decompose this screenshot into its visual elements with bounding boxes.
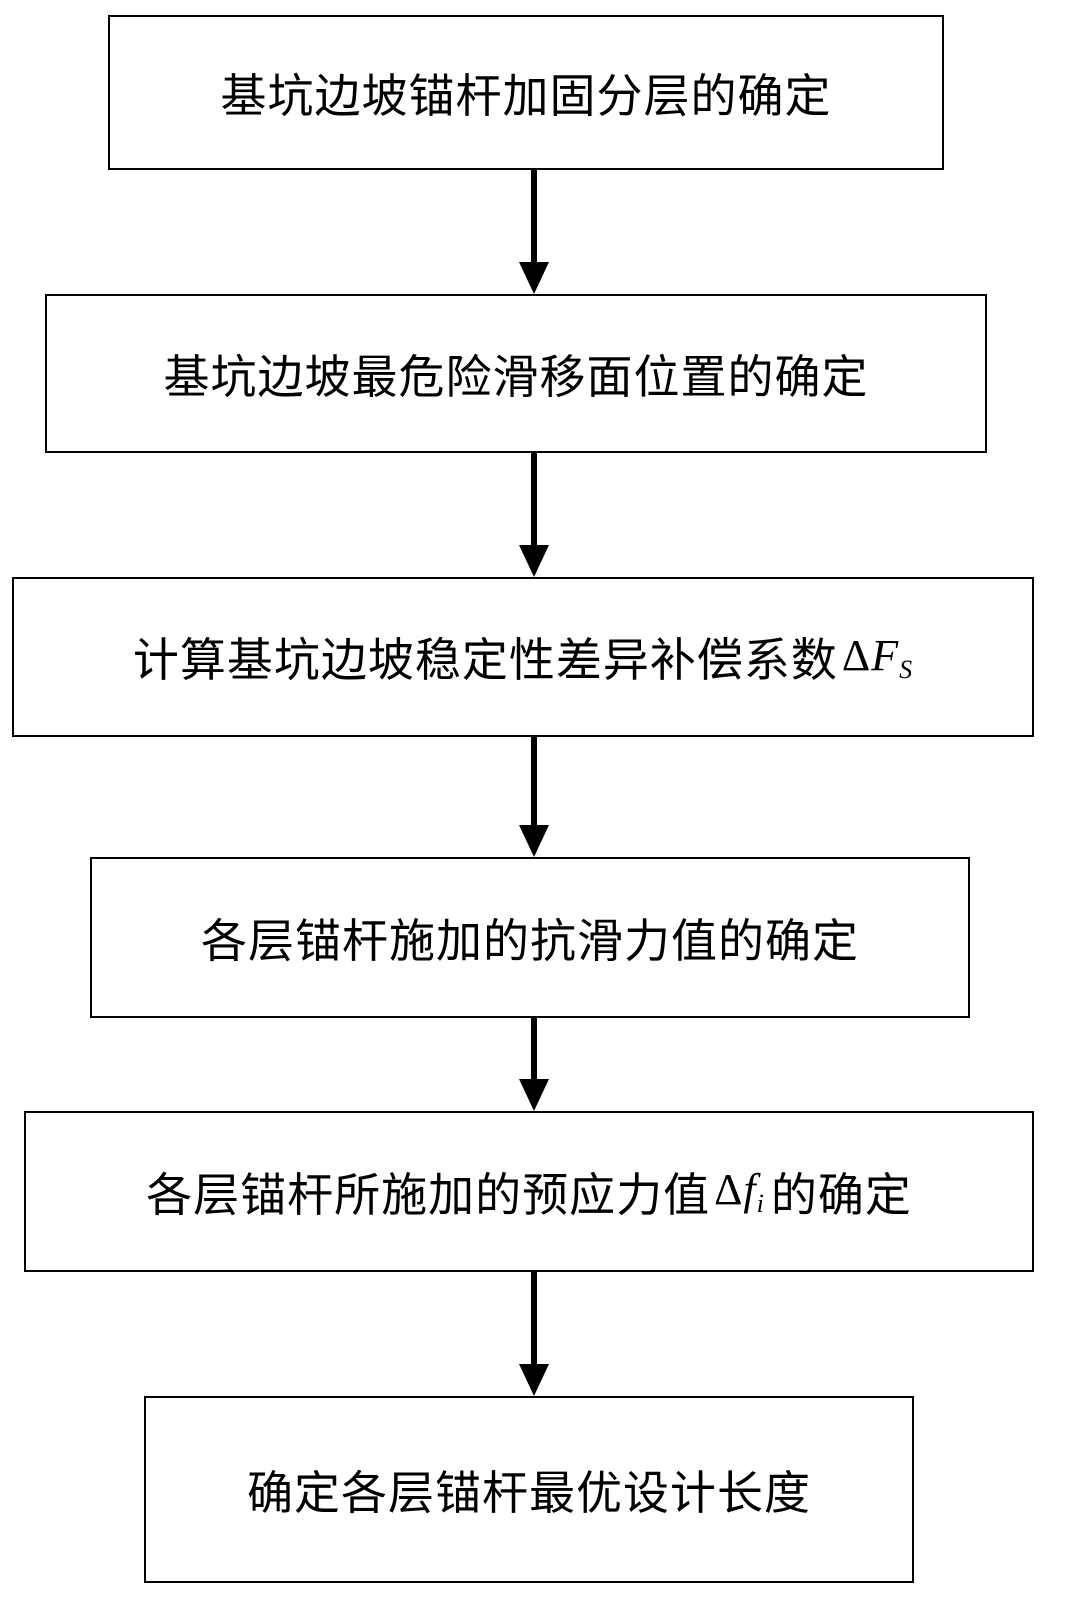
step-6-label: 确定各层锚杆最优设计长度 [247, 1457, 811, 1523]
step-3-box: 计算基坑边坡稳定性差异补偿系数 ΔFS [12, 577, 1034, 737]
step-4-box: 各层锚杆施加的抗滑力值的确定 [90, 857, 970, 1018]
delta-symbol: Δ [842, 631, 871, 680]
subscript-symbol: i [757, 1189, 765, 1218]
arrow-1-to-2 [519, 170, 549, 294]
step-3-label: 计算基坑边坡稳定性差异补偿系数 [133, 624, 838, 690]
delta-symbol: Δ [714, 1165, 743, 1214]
variable-symbol: f [743, 1165, 756, 1214]
arrow-2-to-3 [519, 453, 549, 577]
step-5-box: 各层锚杆所施加的预应力值 Δfi 的确定 [24, 1111, 1034, 1272]
step-1-label: 基坑边坡锚杆加固分层的确定 [221, 60, 832, 126]
arrow-5-to-6 [519, 1272, 549, 1396]
step-5-label-before: 各层锚杆所施加的预应力值 [146, 1159, 710, 1225]
stability-coefficient-symbol: ΔFS [842, 630, 913, 685]
step-2-box: 基坑边坡最危险滑移面位置的确定 [45, 294, 987, 453]
subscript-symbol: S [899, 655, 913, 684]
step-1-box: 基坑边坡锚杆加固分层的确定 [108, 15, 944, 170]
prestress-symbol: Δfi [714, 1164, 765, 1219]
step-2-label: 基坑边坡最危险滑移面位置的确定 [164, 341, 869, 407]
arrow-3-to-4 [519, 737, 549, 857]
step-4-label: 各层锚杆施加的抗滑力值的确定 [201, 905, 859, 971]
variable-symbol: F [871, 631, 899, 680]
step-6-box: 确定各层锚杆最优设计长度 [144, 1396, 914, 1583]
step-5-label-after: 的确定 [771, 1159, 912, 1225]
arrow-4-to-5 [519, 1018, 549, 1111]
